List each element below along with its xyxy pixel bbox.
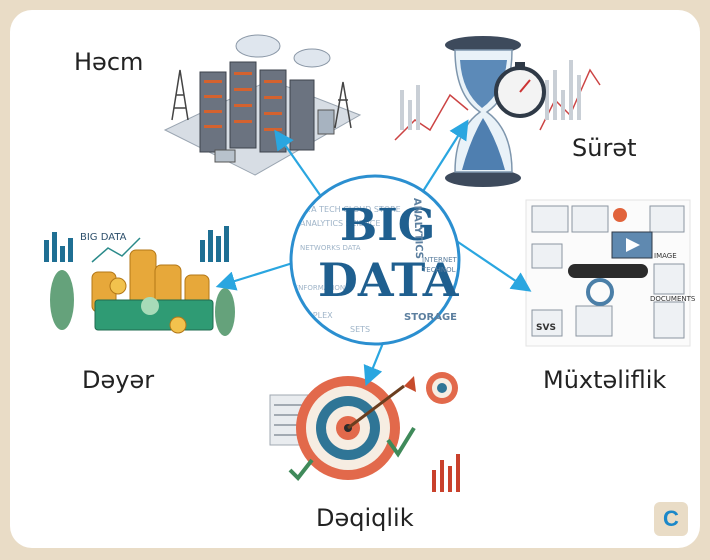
label-veracity: Dəqiqlik — [316, 504, 414, 532]
diagram-canvas: BIG DATA — [44, 34, 696, 492]
arrow-to-variety — [454, 239, 532, 292]
section-badge: C — [654, 502, 688, 536]
label-velocity: Sürət — [572, 134, 637, 162]
variety-svs-text: SVS — [536, 323, 556, 333]
center-word-technol: TECHNOL — [421, 266, 456, 274]
volume-illustration — [163, 34, 362, 176]
arrows-group — [215, 119, 532, 387]
arrow-to-value — [215, 260, 297, 291]
label-value: Dəyər — [82, 366, 155, 394]
big-data-center: DATA TECH CLOUD STORE ANALYTICS SCIENCE … — [289, 174, 461, 346]
arrow-to-volume — [274, 129, 321, 196]
value-illustration: BIG DATA — [44, 226, 235, 336]
center-word-analytics: ANALYTICS — [411, 198, 424, 260]
center-big-text: BIG — [340, 200, 435, 251]
center-data-text: DATA — [318, 253, 460, 307]
svg-text:ANALYTICS SCIENCE: ANALYTICS SCIENCE — [300, 219, 380, 228]
veracity-illustration — [269, 372, 460, 492]
value-art-text: BIG DATA — [80, 232, 127, 243]
variety-docs-text: DOCUMENTS — [650, 295, 696, 303]
label-volume: Həcm — [74, 48, 144, 76]
velocity-illustration — [394, 36, 601, 187]
center-word-sets: SETS — [350, 325, 370, 334]
label-variety: Müxtəliflik — [543, 366, 667, 394]
svg-text:DATA TECH CLOUD STORE: DATA TECH CLOUD STORE — [296, 205, 401, 214]
arrow-to-velocity — [419, 119, 469, 197]
svg-text:INFORMATION: INFORMATION — [296, 284, 345, 292]
center-word-internet: INTERNET — [422, 256, 458, 264]
variety-illustration: IMAGE DOCUMENTS SVS — [525, 199, 696, 347]
big-data-diagram-card: BIG DATA — [10, 10, 700, 548]
svg-text:NETWORKS DATA: NETWORKS DATA — [300, 244, 361, 252]
center-word-storage: STORAGE — [404, 312, 457, 323]
variety-image-text: IMAGE — [654, 252, 677, 260]
